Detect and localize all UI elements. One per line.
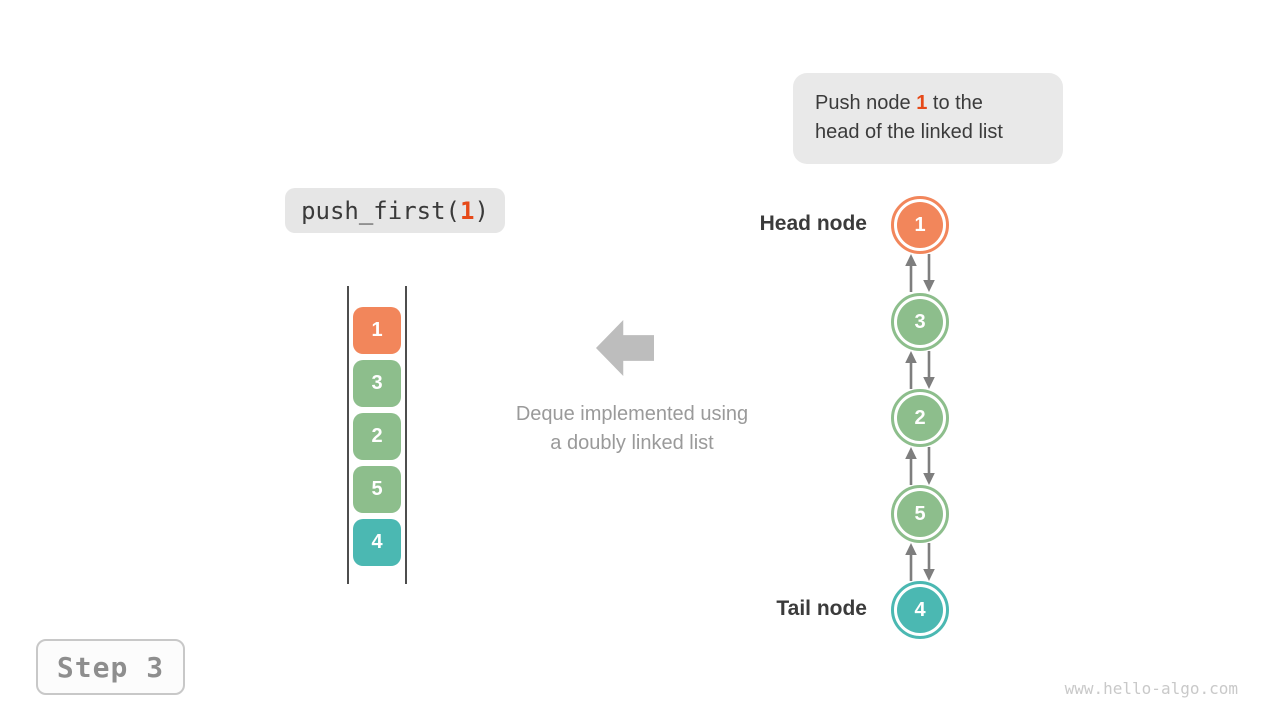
stack-item-value: 4 — [371, 531, 383, 553]
stack-item-1: 1 — [353, 307, 401, 354]
node-value: 5 — [914, 502, 926, 525]
figure-caption: Deque implemented using a doubly linked … — [450, 400, 814, 458]
step-badge: Step 3 — [36, 639, 185, 695]
stack-item-value: 2 — [371, 425, 383, 447]
code-label: push_first(1) — [285, 188, 505, 233]
stack-item-value: 1 — [371, 319, 383, 341]
callout-line1: Push node 1 to the — [815, 92, 983, 114]
stack-item-5: 4 — [353, 519, 401, 566]
list-node-3: 2 — [891, 389, 949, 447]
highlighted-value: 1 — [916, 92, 928, 114]
node-value: 3 — [914, 310, 926, 333]
list-node-1: 1 — [891, 196, 949, 254]
caption-line2: a doubly linked list — [550, 432, 714, 454]
list-node-4: 5 — [891, 485, 949, 543]
list-node-5: 4 — [891, 581, 949, 639]
callout-box: Push node 1 to the head of the linked li… — [793, 73, 1063, 164]
stack-item-value: 5 — [371, 478, 383, 500]
node-value: 2 — [914, 406, 926, 429]
head-node-label: Head node — [759, 212, 867, 235]
list-node-2: 3 — [891, 293, 949, 351]
code-arg-value: 1 — [460, 196, 475, 225]
stack-item-4: 5 — [353, 466, 401, 513]
bidirectional-arrow-icon — [905, 254, 935, 292]
stack-item-2: 3 — [353, 360, 401, 407]
caption-line1: Deque implemented using — [515, 403, 749, 425]
callout-line2: head of the linked list — [815, 121, 1003, 143]
node-value: 4 — [914, 598, 926, 621]
watermark: www.hello-algo.com — [1064, 679, 1238, 698]
node-value: 1 — [914, 213, 926, 236]
deque-container: 1 3 2 5 4 — [347, 286, 407, 584]
bidirectional-arrow-icon — [905, 543, 935, 581]
bidirectional-arrow-icon — [905, 351, 935, 389]
stack-item-value: 3 — [371, 372, 383, 394]
stack-item-3: 2 — [353, 413, 401, 460]
left-arrow-icon — [596, 320, 654, 376]
tail-node-label: Tail node — [776, 597, 867, 620]
bidirectional-arrow-icon — [905, 447, 935, 485]
